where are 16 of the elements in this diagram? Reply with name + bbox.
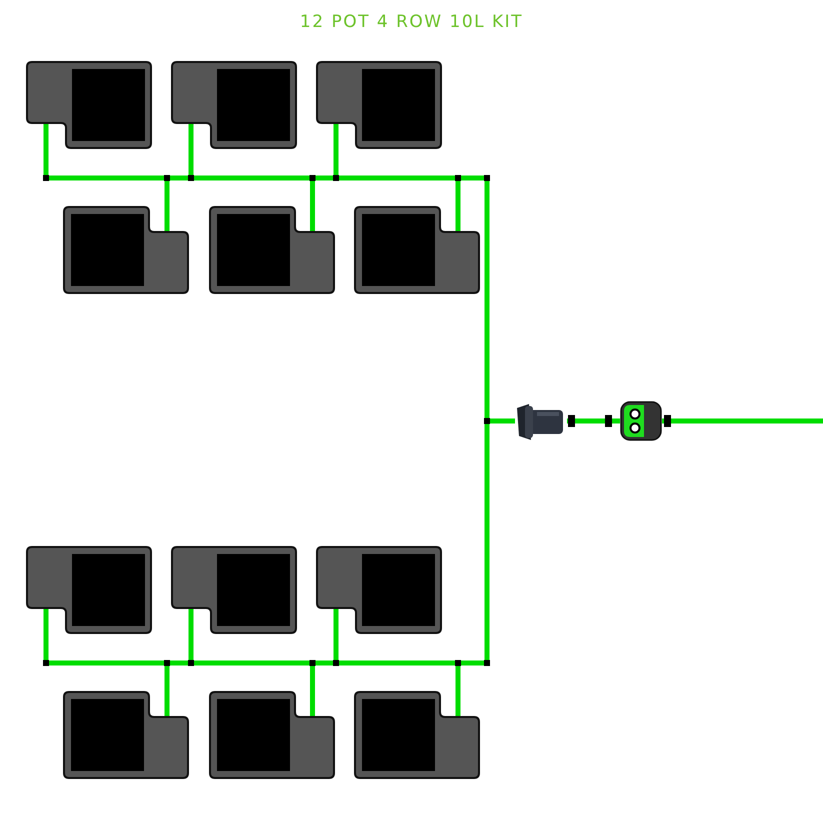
plant-pot-drawing bbox=[27, 62, 151, 148]
plant-pot-drawing bbox=[172, 547, 296, 633]
plant-pot-drawing bbox=[27, 547, 151, 633]
feed-pipe bbox=[567, 418, 620, 424]
plant-pot-drawing bbox=[317, 547, 441, 633]
plant-pot-drawing bbox=[317, 62, 441, 148]
valve-drawing bbox=[620, 401, 662, 441]
plant-pot-drawing bbox=[210, 692, 334, 778]
plant-pot-drawing bbox=[64, 207, 188, 293]
plant-pot-drawing bbox=[172, 62, 296, 148]
plant-pot-drawing bbox=[355, 692, 479, 778]
plant-pot-drawing bbox=[355, 207, 479, 293]
plant-pot-drawing bbox=[210, 207, 334, 293]
plant-pot-drawing bbox=[64, 692, 188, 778]
feed-pipe bbox=[662, 418, 823, 424]
diagram-title: 12 POT 4 ROW 10L KIT bbox=[300, 12, 524, 32]
